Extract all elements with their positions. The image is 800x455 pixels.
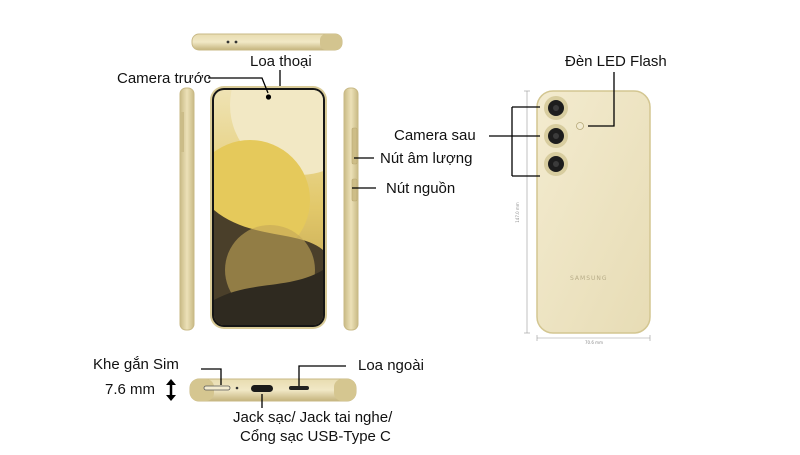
- led-flash-label: Đèn LED Flash: [565, 53, 667, 70]
- height-dimension-label: 147.0 mm: [514, 202, 520, 223]
- front-camera-hole: [265, 94, 272, 100]
- loudspeaker-grille: [289, 386, 309, 390]
- loudspeaker-label: Loa ngoài: [358, 357, 424, 374]
- front-camera-label: Camera trước: [117, 70, 212, 87]
- brand-logo-text: SAMSUNG: [570, 275, 608, 282]
- volume-button-label: Nút âm lượng: [380, 150, 473, 167]
- charging-port-label-line2: Cổng sạc USB-Type C: [240, 428, 391, 445]
- usb-c-port: [251, 385, 273, 392]
- width-dimension-label: 70.6 mm: [585, 340, 603, 345]
- sim-slot-label: Khe gắn Sim: [93, 356, 179, 373]
- earpiece-label: Loa thoại: [250, 53, 312, 70]
- thickness-arrow: [166, 379, 176, 401]
- charging-port-label-line1: Jack sạc/ Jack tai nghe/: [233, 409, 393, 426]
- volume-button: [351, 127, 358, 165]
- power-button-label: Nút nguồn: [386, 180, 456, 197]
- bottom-edge-view: [189, 378, 357, 402]
- thickness-label: 7.6 mm: [105, 381, 156, 398]
- back-view: [524, 90, 651, 341]
- left-side-view: [179, 87, 195, 331]
- power-button: [351, 178, 358, 202]
- callout-lines: [201, 70, 615, 408]
- sim-slot: [203, 385, 231, 391]
- right-side-view: [343, 87, 359, 331]
- top-edge-view: [191, 33, 343, 51]
- screen-wallpaper: [214, 90, 323, 325]
- rear-camera-label: Camera sau: [394, 127, 476, 144]
- led-flash: [576, 122, 584, 130]
- front-view: [210, 86, 327, 329]
